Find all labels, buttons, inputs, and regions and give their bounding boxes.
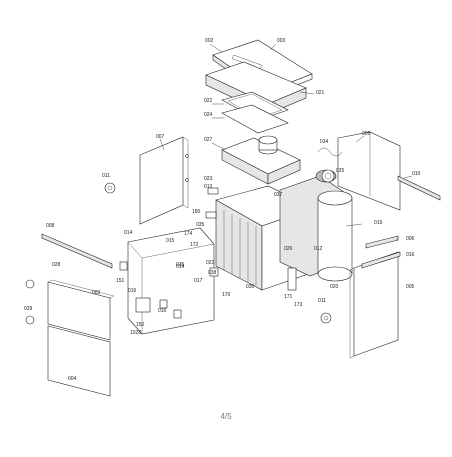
side-panel-rear-left [139, 136, 189, 225]
label-014-mid: 014 [176, 264, 185, 270]
small-components [119, 187, 297, 319]
label-022: 022 [204, 98, 213, 104]
label-174: 174 [184, 231, 193, 237]
label-011-left: 011 [102, 173, 110, 179]
label-035: 035 [196, 222, 205, 228]
label-037: 037 [274, 192, 283, 198]
label-007: 007 [156, 134, 165, 140]
label-170: 170 [222, 292, 231, 298]
label-021: 021 [316, 90, 325, 96]
chamber-insulation [279, 169, 353, 282]
page-number: 4/5 [220, 412, 232, 421]
front-panel-lower [47, 325, 111, 397]
label-003-front: 003 [92, 290, 101, 296]
label-026-mid: 026 [284, 246, 293, 252]
label-1028: 1028 [130, 330, 141, 336]
label-034: 034 [320, 139, 329, 145]
flue-collector [221, 135, 301, 185]
fixing-kit-right [320, 312, 332, 324]
label-003-top: 003 [277, 38, 286, 44]
label-027: 027 [204, 137, 213, 143]
label-035-low: 035 [176, 262, 185, 268]
sensor-pipe [317, 147, 343, 157]
label-004: 004 [68, 376, 77, 382]
label-038: 038 [208, 270, 217, 276]
part-labels: 002 003 021 022 024 027 007 005 034 010 … [24, 38, 421, 382]
label-019: 019 [374, 220, 383, 226]
label-002: 002 [205, 38, 214, 44]
label-011-right: 011 [318, 298, 326, 304]
label-024: 024 [204, 112, 213, 118]
fixing-kit-025 [25, 279, 35, 289]
label-025-top: 025 [336, 168, 345, 174]
label-013: 013 [204, 184, 213, 190]
label-016-b: 016 [158, 308, 167, 314]
cross-bar [41, 233, 113, 269]
side-panel-front-right [349, 251, 399, 359]
label-008: 008 [46, 223, 55, 229]
label-015: 015 [166, 238, 175, 244]
label-030: 030 [246, 284, 255, 290]
front-panel-upper [47, 279, 115, 341]
label-171: 171 [284, 294, 293, 300]
fixing-kit-left [104, 182, 116, 194]
label-012: 012 [314, 246, 323, 252]
label-005-front: 005 [406, 284, 415, 290]
label-029: 029 [24, 306, 33, 312]
bracket-016 [361, 251, 401, 269]
label-014-top: 014 [124, 230, 133, 236]
label-028: 028 [52, 262, 61, 268]
fan-assembly [321, 169, 335, 183]
bracket-006 [365, 235, 399, 249]
label-151: 151 [116, 278, 125, 284]
label-017: 017 [194, 278, 203, 284]
label-016-a: 016 [128, 288, 137, 294]
label-180: 180 [192, 209, 201, 215]
gasket-frames [221, 91, 289, 134]
label-016-right: 016 [406, 252, 415, 258]
label-020: 020 [330, 284, 339, 290]
label-173: 173 [294, 302, 303, 308]
label-005-top: 005 [362, 131, 371, 137]
label-172: 172 [190, 242, 199, 248]
support-rail [397, 175, 441, 201]
label-023-top: 023 [204, 176, 213, 182]
fixing-kit-026 [25, 315, 35, 325]
label-010: 010 [412, 171, 421, 177]
label-023-mid: 023 [206, 260, 215, 266]
leader-lines [159, 43, 413, 241]
label-006: 006 [406, 236, 415, 242]
label-150: 150 [136, 322, 145, 328]
